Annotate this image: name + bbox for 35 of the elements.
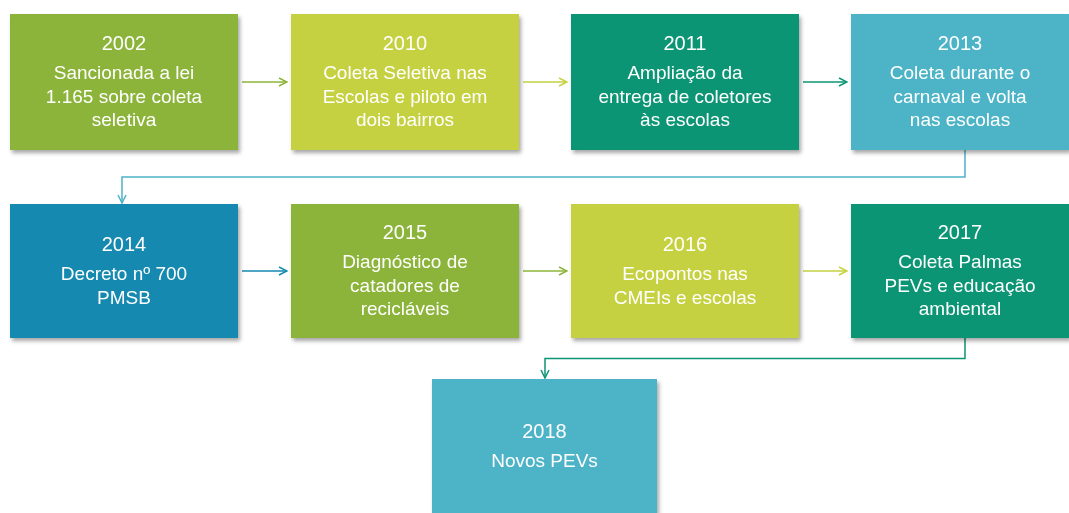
arrow: [540, 337, 966, 379]
arrow: [241, 266, 288, 276]
timeline-box: [10, 14, 238, 150]
timeline-box: [571, 14, 799, 150]
timeline-box: [851, 204, 1069, 338]
year-label: 2018: [522, 419, 567, 443]
timeline-box: [291, 204, 519, 338]
arrow: [522, 266, 568, 276]
event-text: Diagnóstico de catadores de recicláveis: [341, 249, 469, 322]
timeline-box: [291, 14, 519, 150]
timeline-box: [432, 379, 657, 513]
year-label: 2015: [382, 220, 428, 244]
event-text: Coleta Seletiva nas Escolas e piloto em dois bairros: [321, 60, 489, 133]
arrow: [802, 266, 848, 276]
arrow: [802, 77, 848, 87]
year-label: 2011: [663, 31, 707, 55]
year-label: 2017: [937, 220, 983, 244]
year-label: 2014: [101, 232, 147, 256]
arrow: [117, 149, 966, 204]
event-text: Sancionada a lei 1.165 sobre coleta seletiva: [44, 60, 204, 133]
arrow: [241, 77, 288, 87]
timeline-box: [851, 14, 1069, 150]
event-text: Decreto nº 700 PMSB: [59, 261, 189, 310]
event-text: Coleta durante o carnaval e volta nas escolas: [888, 60, 1032, 133]
event-text: Ecopontos nas CMEIs e escolas: [612, 261, 758, 310]
timeline-box: [571, 204, 799, 338]
event-text: Novos PEVs: [491, 448, 598, 473]
year-label: 2016: [662, 232, 708, 256]
timeline-box: [10, 204, 238, 338]
year-label: 2013: [937, 31, 983, 55]
year-label: 2010: [382, 31, 428, 55]
year-label: 2002: [101, 31, 147, 55]
event-text: Coleta Palmas PEVs e educação ambiental: [883, 249, 1037, 322]
arrow: [522, 77, 568, 87]
event-text: Ampliação da entrega de coletores às escolas: [597, 60, 773, 133]
